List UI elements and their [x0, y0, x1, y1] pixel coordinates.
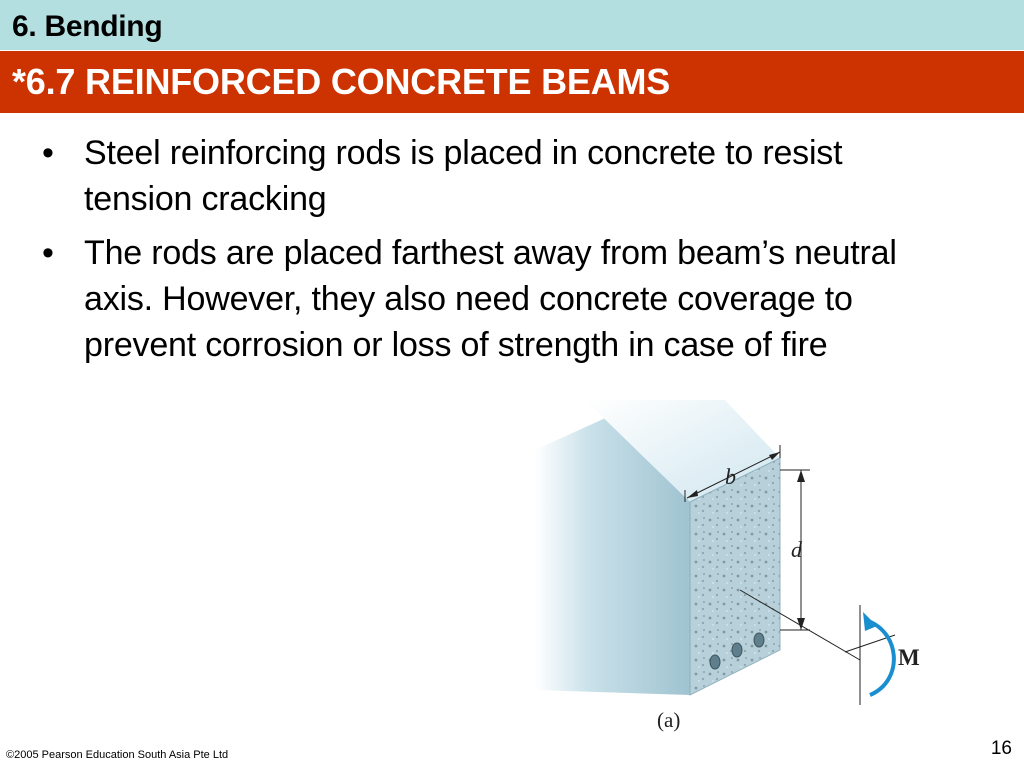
dimension-label-b: b	[725, 464, 736, 489]
rebar-rod	[753, 632, 765, 648]
bullet-text: Steel reinforcing rods is placed in conc…	[84, 134, 843, 218]
dimension-label-d: d	[791, 537, 802, 562]
bullet-marker: •	[42, 234, 54, 272]
beam-illustration	[535, 400, 896, 705]
bullet-item: • Steel reinforcing rods is placed in co…	[40, 130, 950, 222]
slide-title: *6.7 REINFORCED CONCRETE BEAMS	[12, 61, 671, 102]
moment-label: M	[898, 645, 920, 670]
beam-figure: b d M (a)	[525, 390, 995, 750]
bullet-list: • Steel reinforcing rods is placed in co…	[40, 130, 950, 376]
axis-line	[739, 589, 861, 661]
page-number: 16	[990, 738, 1012, 759]
bullet-text: The rods are placed farthest away from b…	[84, 234, 897, 364]
copyright-notice: ©2005 Pearson Education South Asia Pte L…	[6, 749, 229, 761]
chapter-band: 6. Bending	[0, 0, 1024, 50]
moment-arrow	[864, 618, 896, 697]
slide-title-bar: *6.7 REINFORCED CONCRETE BEAMS	[0, 51, 1024, 113]
rebar-rod	[709, 654, 721, 670]
rebar-rod	[731, 642, 743, 658]
dimension-line-b	[686, 451, 781, 499]
bullet-marker: •	[42, 134, 54, 172]
chapter-title: 6. Bending	[12, 10, 163, 43]
beam-side-face	[535, 400, 690, 695]
bullet-item: • The rods are placed farthest away from…	[40, 230, 950, 368]
figure-caption: (a)	[657, 708, 681, 732]
